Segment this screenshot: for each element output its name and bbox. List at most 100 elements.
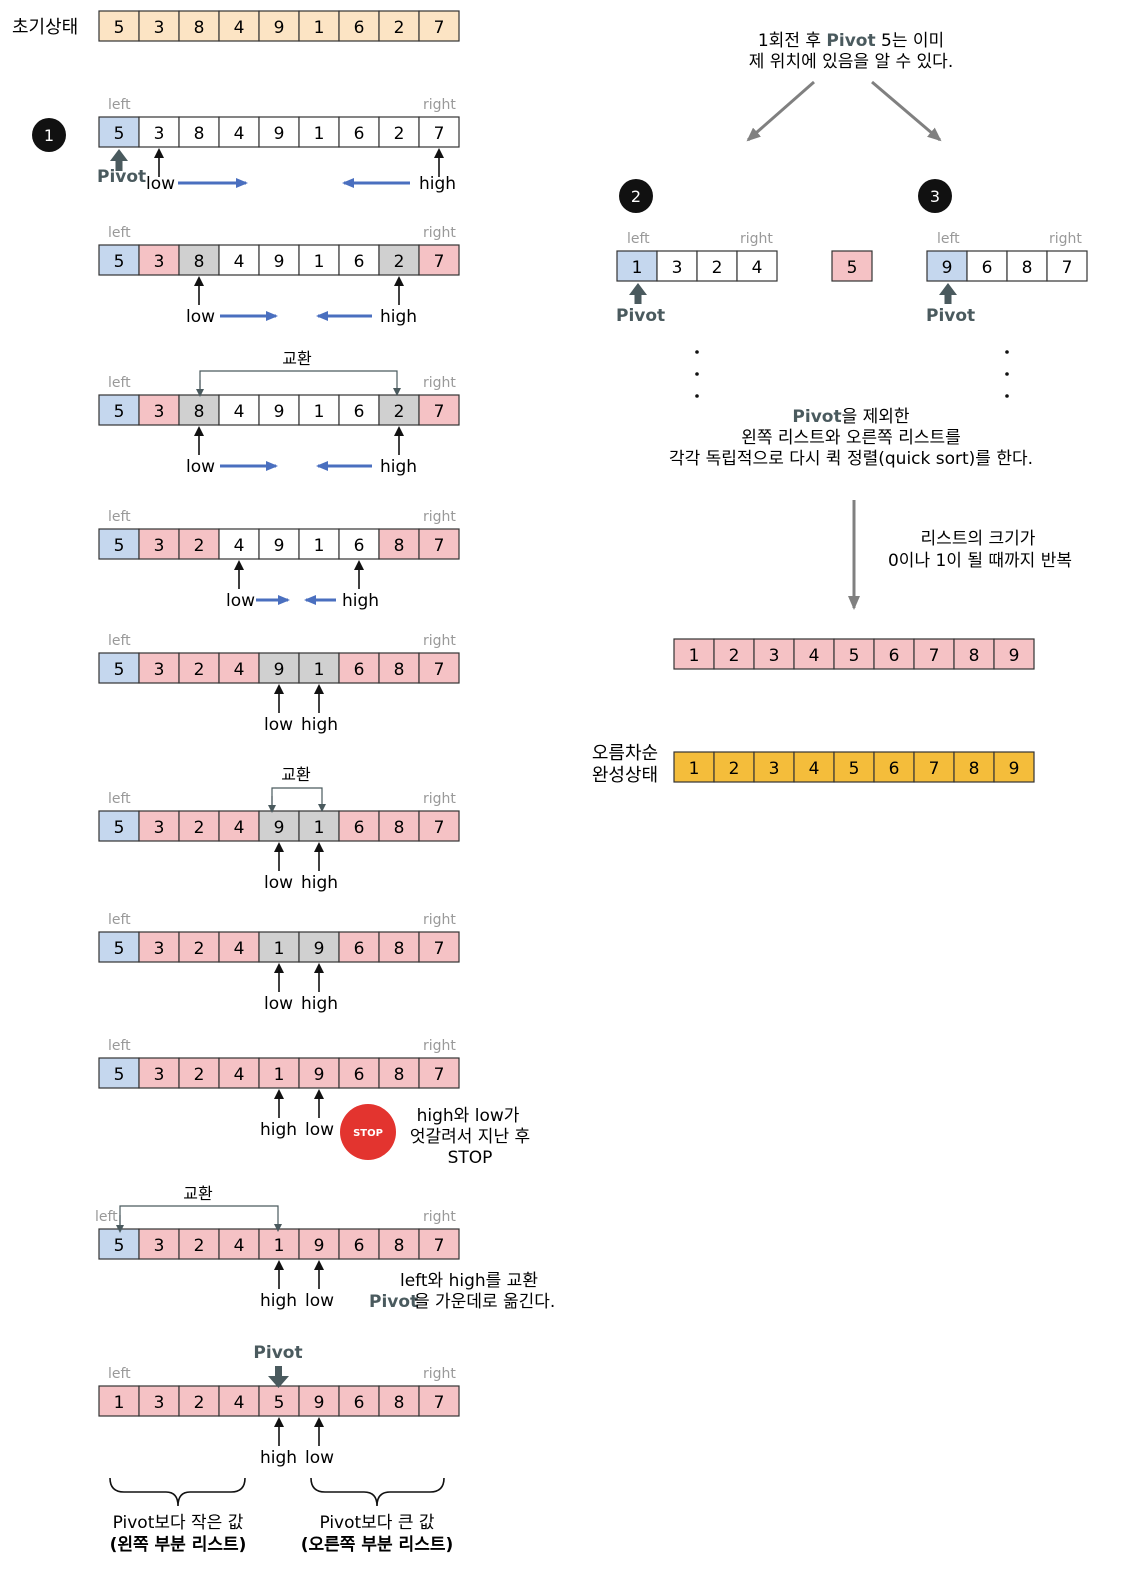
swap-bracket-3: 교환 (116, 1184, 282, 1233)
cell-value: 5 (849, 646, 860, 666)
cell-value: 4 (234, 939, 245, 959)
array-cell: 6 (966, 250, 1008, 282)
cell-value: 6 (354, 536, 365, 556)
array-cell: 3 (753, 638, 795, 670)
left-marker: left (108, 912, 131, 928)
array-cell: 1 (673, 751, 715, 783)
swap-note: left와 high를 교환 Pivot 을 가운데로 옮긴다. (369, 1271, 555, 1312)
cell-value: 9 (274, 402, 285, 422)
array-cell: 8 (378, 528, 420, 560)
svg-text:1회전 후 Pivot 5는 이미: 1회전 후 Pivot 5는 이미 (758, 31, 944, 51)
low-label: low (305, 1291, 334, 1311)
cell-value: 5 (114, 1236, 125, 1256)
cell-value: 2 (194, 1393, 205, 1413)
svg-text:2: 2 (631, 187, 641, 206)
svg-text:제 위치에 있음을 알 수 있다.: 제 위치에 있음을 알 수 있다. (749, 52, 953, 72)
array-cell: 7 (418, 116, 460, 148)
cell-value: 6 (354, 252, 365, 272)
pivot-label: Pivot (926, 306, 975, 326)
cell-value: 2 (194, 536, 205, 556)
cell-value: 8 (194, 402, 205, 422)
array-cell: 6 (338, 10, 380, 42)
array-cell: 2 (178, 652, 220, 684)
cell-value: 8 (969, 759, 980, 779)
svg-text:오름차순: 오름차순 (592, 743, 658, 764)
left-marker: left (108, 1366, 131, 1382)
right-marker: right (423, 225, 456, 241)
array-cell: 6 (338, 1228, 380, 1260)
array-cell: 9 (993, 751, 1035, 783)
array-cell: 4 (218, 652, 260, 684)
array-cell: 4 (218, 10, 260, 42)
cell-value: 9 (942, 258, 953, 278)
cell-value: 3 (154, 1065, 165, 1085)
cell-value: 8 (969, 646, 980, 666)
array-cell: 6 (338, 528, 380, 560)
swap-bracket-2: 교환 (268, 765, 326, 813)
svg-text:3: 3 (930, 187, 940, 206)
left-marker: left (937, 231, 960, 247)
cell-value: 3 (154, 18, 165, 38)
cell-value: 3 (154, 536, 165, 556)
stop-sign-icon: STOP (340, 1104, 396, 1160)
array-cell: 5 (98, 528, 140, 560)
cell-value: 9 (274, 536, 285, 556)
cell-value: 7 (929, 759, 940, 779)
pivot-label: Pivot (616, 306, 665, 326)
array-cell: 9 (258, 394, 300, 426)
cell-value: 7 (434, 402, 445, 422)
left-marker: left (108, 633, 131, 649)
array-cell: 2 (378, 116, 420, 148)
array-cell: 8 (378, 1385, 420, 1417)
array-cell: 7 (418, 1057, 460, 1089)
array-cell: 9 (258, 116, 300, 148)
array-cell: 7 (913, 638, 955, 670)
cell-value: 8 (394, 536, 405, 556)
array-cell: 1 (258, 1228, 300, 1260)
cell-value: 3 (769, 759, 780, 779)
array-cell: 5 (831, 250, 873, 282)
cell-value: 8 (194, 124, 205, 144)
cell-value: 7 (1062, 258, 1073, 278)
right-marker: right (423, 375, 456, 391)
svg-text:Pivot보다 작은 값: Pivot보다 작은 값 (113, 1513, 244, 1533)
cell-value: 3 (154, 124, 165, 144)
cell-value: 6 (354, 1065, 365, 1085)
array-cell: 6 (338, 931, 380, 963)
cell-value: 4 (234, 660, 245, 680)
cell-value: 3 (672, 258, 683, 278)
cell-value: 9 (274, 124, 285, 144)
cell-value: 3 (154, 939, 165, 959)
stop-note: high와 low가 엇갈려서 지난 후 STOP (410, 1106, 530, 1168)
cell-value: 4 (234, 252, 245, 272)
array-cell: 9 (258, 652, 300, 684)
array-cell: 8 (953, 638, 995, 670)
array-cell: 6 (338, 1057, 380, 1089)
cell-value: 9 (1009, 759, 1020, 779)
cell-value: 8 (1022, 258, 1033, 278)
svg-text:왼쪽 리스트와 오른쪽 리스트를: 왼쪽 리스트와 오른쪽 리스트를 (741, 428, 961, 448)
array-cell: 2 (378, 10, 420, 42)
cell-value: 4 (234, 18, 245, 38)
cell-value: 6 (354, 818, 365, 838)
sorted-label: 오름차순 완성상태 (592, 743, 658, 786)
array-cell: 1 (673, 638, 715, 670)
array-cell: 1 (298, 652, 340, 684)
right-marker: right (423, 633, 456, 649)
cell-value: 4 (809, 759, 820, 779)
cell-value: 1 (689, 646, 700, 666)
cell-value: 2 (194, 818, 205, 838)
array-cell: 7 (418, 810, 460, 842)
right-marker: right (423, 97, 456, 113)
